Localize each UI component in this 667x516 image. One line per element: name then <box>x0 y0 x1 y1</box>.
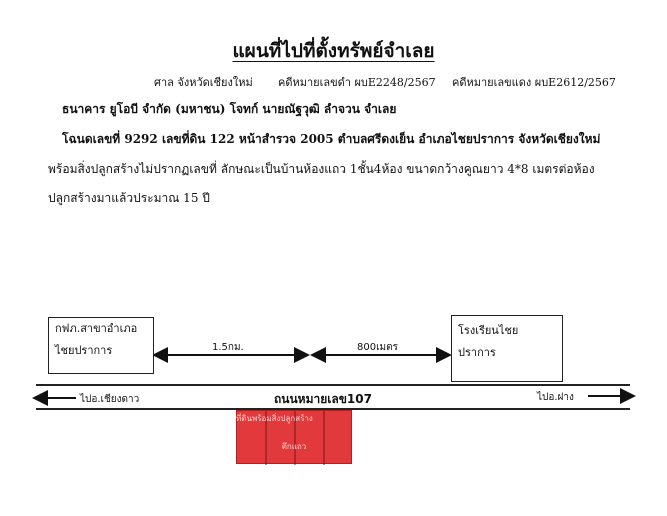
property-plot <box>236 410 352 465</box>
landmark-school-line-2: ปราการ <box>458 346 496 359</box>
property-plot-label-2: ตึกแถว <box>281 442 307 451</box>
direction-right-label: ไปอ.ฝาง <box>537 392 574 403</box>
document-title: แผนที่ไปที่ตั้งทรัพย์จำเลย <box>232 40 435 62</box>
court-name: ศาล จังหวัดเชียงใหม่ <box>154 76 253 89</box>
distance-right-label: 800เมตร <box>357 342 398 353</box>
road-name-label: ถนนหมายเลข107 <box>274 392 372 406</box>
description-line-2: ปลูกสร้างมาแล้วประมาณ 15 ปี <box>48 191 210 205</box>
direction-left-label: ไปอ.เชียงดาว <box>80 394 140 405</box>
deed-line: โฉนดเลขที่ 9292 เลขที่ดิน 122 หน้าสำรวจ … <box>62 132 601 146</box>
parties-line: ธนาคาร ยูโอบี จำกัด (มหาชน) โจทก์ นายณัฐ… <box>62 102 397 116</box>
property-plot-label: ที่ดินพร้อมสิ่งปลูกสร้าง <box>236 414 313 423</box>
landmark-pea-office: กฟภ.สาขาอำเภอ ไชยปราการ <box>48 317 154 374</box>
black-case-number: คดีหมายเลขดำ ผบE2248/2567 <box>278 76 436 89</box>
distance-left-label: 1.5กม. <box>212 342 244 353</box>
description-line-1: พร้อมสิ่งปลูกสร้างไม่ปรากฏเลขที่ ลักษณะเ… <box>48 162 595 176</box>
landmark-school-line-1: โรงเรียนไชย <box>458 324 519 337</box>
landmark-pea-line-1: กฟภ.สาขาอำเภอ <box>55 322 138 335</box>
landmark-pea-line-2: ไชยปราการ <box>55 344 113 357</box>
landmark-school: โรงเรียนไชย ปราการ <box>451 315 563 382</box>
red-case-number: คดีหมายเลขแดง ผบE2612/2567 <box>452 76 616 89</box>
